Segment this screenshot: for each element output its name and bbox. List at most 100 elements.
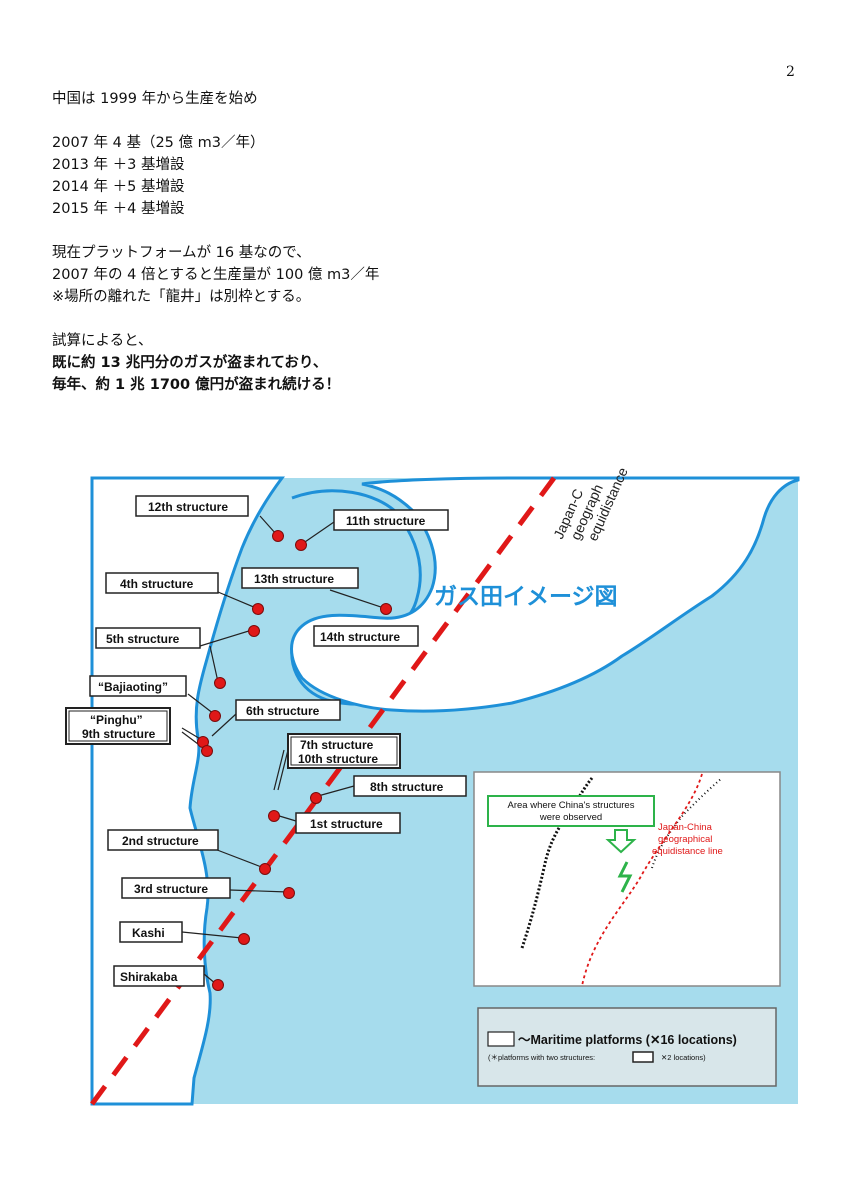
current-line: 2007 年の 4 倍とすると生産量が 100 億 m3／年 [52,267,380,283]
label-5th-structure: 5th structure [106,632,180,646]
label-4th-structure: 4th structure [120,577,194,591]
leader-lines [181,515,385,985]
label-box [241,567,359,589]
estimate-line: 試算によると、 [52,333,153,349]
structure-dot [212,979,224,991]
leader-line [181,931,243,939]
structure-dot [295,539,307,551]
estimate-suffix: が盗まれ続ける！ [224,377,341,393]
label-box [235,699,341,721]
leader-line [211,847,265,869]
label-bajiaoting: “Bajiaoting” [98,680,168,694]
label-box [135,495,249,517]
label-box [113,965,205,987]
leader-line [317,785,355,797]
inset-observed-label: Area where China's structures [508,800,635,811]
legend-note-count: ✕2 locations) [661,1053,706,1062]
legend-platform-icon [487,1031,515,1047]
structure-dot [248,625,260,637]
estimate-prefix: 毎年、 [52,377,96,393]
leader-line [217,591,257,609]
structure-dot [214,677,226,689]
label-box [89,675,187,697]
structure-dot [268,810,280,822]
label-box [95,627,201,649]
structure-dot [209,710,221,722]
estimate-suffix: のガスが盗まれており、 [169,355,328,371]
label-box-inner [290,736,398,766]
label-box [333,509,449,531]
legend-frame [477,1007,777,1087]
label-13th-structure: 13th structure [254,572,334,586]
label-6th-structure: 6th structure [246,704,320,718]
estimate-prefix: 既に [52,355,81,371]
structure-dot [201,745,213,757]
inset-zigzag-icon [617,861,633,893]
legend-note: (＊platforms with two structures: [488,1053,595,1062]
current-line: ※場所の離れた「龍井」は別枠とする。 [52,289,311,305]
structure-dot [238,933,250,945]
label-box [121,877,231,899]
inset-boundary-label: geographical [658,834,712,845]
leader-line [199,629,253,647]
inset-arrow-icon [605,829,637,854]
estimate-highlight: 約 1 兆 1700 億円 [95,377,225,393]
body-text: 中国は 1999 年から生産を始め 2007 年 4 基（25 億 m3／年） … [52,88,379,396]
structure-labels: 12th structure 11th structure 4th struct… [65,495,467,987]
leader-line [187,693,215,715]
label-8th-structure: 8th structure [370,780,444,794]
structure-dot [252,603,264,615]
estimate-line: 毎年、約 1 兆 1700 億円が盗まれ続ける！ [52,374,379,396]
label-9th-structure: 9th structure [82,727,156,741]
label-box [295,812,401,834]
leader-line [273,749,285,791]
label-box [313,625,419,647]
gas-field-map: Japan-C geograph equidistance ガス田イメージ図 1… [65,465,800,1106]
legend-main: 〜Maritime platforms (✕16 locations) [518,1033,737,1047]
label-box [119,921,183,943]
legend: 〜Maritime platforms (✕16 locations) (＊pl… [477,1007,777,1087]
inset-observed-box [487,795,655,827]
structure-dot [283,887,295,899]
label-10th-structure: 10th structure [298,752,378,766]
label-box [287,733,401,769]
timeline-line: 2007 年 4 基（25 億 m3／年） [52,135,265,151]
inset-boundary-label: Japan-China [658,822,713,833]
inset-boundary-label: equidistance line [652,846,723,857]
label-7th-structure: 7th structure [300,738,374,752]
label-12th-structure: 12th structure [148,500,228,514]
leader-line [259,515,277,535]
label-11th-structure: 11th structure [346,514,426,528]
timeline-line: 2015 年 ＋4 基増設 [52,201,185,217]
structure-dots [197,530,392,991]
estimate-line: 既に約 13 兆円分のガスが盗まれており、 [52,352,379,374]
leader-line [229,889,289,893]
label-box [107,829,219,851]
inset-observed-label: were observed [539,812,602,823]
leader-line [277,749,289,791]
current-line: 現在プラットフォームが 16 基なので、 [52,245,311,261]
label-box [353,775,467,797]
legend-double-platform-icon [632,1051,654,1063]
intro-line: 中国は 1999 年から生産を始め [52,91,258,107]
leader-line [329,589,385,609]
inset-coastline [520,777,594,949]
inset-map: Area where China's structures were obser… [473,771,781,987]
timeline-line: 2014 年 ＋5 基増設 [52,179,185,195]
label-box [65,707,171,745]
map-title: ガス田イメージ図 [434,583,618,609]
label-box-inner [68,710,168,742]
structure-dot [272,530,284,542]
label-1st-structure: 1st structure [310,817,383,831]
leader-line [209,645,219,683]
label-14th-structure: 14th structure [320,630,400,644]
label-pinghu: “Pinghu” [90,713,143,727]
inset-equidistance-line [581,773,703,987]
estimate-highlight: 約 13 兆円分 [81,355,170,371]
label-box [105,572,219,594]
page-number: 2 [786,64,795,80]
label-3rd-structure: 3rd structure [134,882,208,896]
label-2nd-structure: 2nd structure [122,834,199,848]
equidistance-line [89,476,557,1106]
structure-dot [310,792,322,804]
